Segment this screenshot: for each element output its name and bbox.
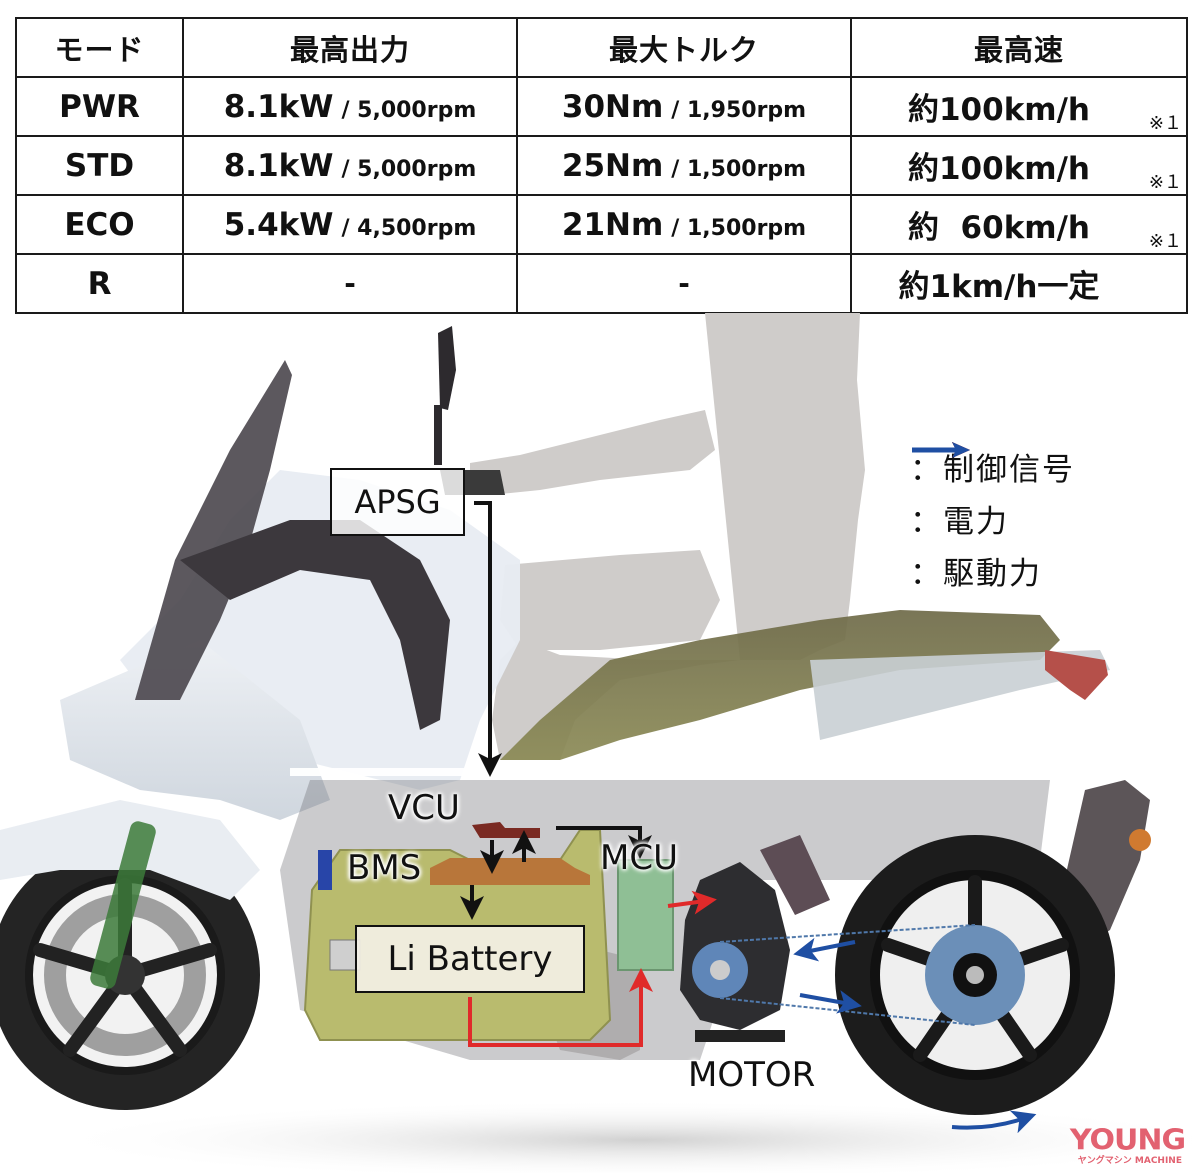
- torque-rpm: / 1,500rpm: [671, 215, 807, 241]
- mcu-to-motor-arrow: [667, 890, 717, 915]
- power-cell: -: [182, 253, 518, 314]
- front-apron: [60, 640, 330, 820]
- drive-belt-upper: [719, 924, 976, 943]
- front-wheel-icon: [0, 840, 260, 1110]
- speed-cell: 約100km/h ※１: [850, 135, 1188, 196]
- mode-cell: R: [15, 253, 184, 314]
- legend-item-drive-force: ：駆動力: [910, 442, 1190, 596]
- speed-cell: 約1km/h一定: [850, 253, 1188, 314]
- watermark-sub: ヤングマシン MACHINE: [1077, 1156, 1182, 1166]
- table-row-pwr: PWR 8.1kW / 5,000rpm 30Nm / 1,950rpm 約100k…: [15, 76, 1188, 137]
- speed-cell: 約 60km/h ※１: [850, 194, 1188, 255]
- torque-value: 30Nm: [561, 88, 664, 125]
- legend-item-power: ：電力: [910, 442, 1190, 544]
- speed-value: 約1km/h一定: [898, 269, 1100, 305]
- scooter-illustration: [0, 313, 1200, 1173]
- torque-cell: 21Nm / 1,500rpm: [516, 194, 852, 255]
- li-battery-label: Li Battery: [355, 925, 585, 993]
- rear-shock: [760, 835, 830, 915]
- bms-board: [430, 858, 590, 885]
- torque-cell: -: [516, 253, 852, 314]
- torque-cell: 25Nm / 1,500rpm: [516, 135, 852, 196]
- power-value: 8.1kW: [223, 147, 334, 184]
- motor-label: MOTOR: [688, 1055, 816, 1095]
- power-rpm: / 5,000rpm: [341, 97, 477, 123]
- header-mode: モード: [15, 17, 184, 78]
- power-rpm: / 4,500rpm: [341, 215, 477, 241]
- vcu-to-mcu-arrow: [556, 826, 652, 859]
- footnote-mark: ※１: [1148, 231, 1182, 252]
- power-cell: 8.1kW / 5,000rpm: [182, 76, 518, 137]
- speed-value: 約100km/h: [907, 151, 1091, 187]
- power-value: 8.1kW: [223, 88, 334, 125]
- drive-arrow-to-wheel: [799, 990, 862, 1014]
- wheel-rotation-arrow: [951, 1110, 1037, 1134]
- footnote-mark: ※１: [1148, 172, 1182, 193]
- power-rpm: / 5,000rpm: [341, 156, 477, 182]
- table-row-std: STD 8.1kW / 5,000rpm 25Nm / 1,500rpm 約100k…: [15, 135, 1188, 196]
- rear-body-panel: [810, 650, 1110, 740]
- seat: [500, 610, 1060, 760]
- torque-cell: 30Nm / 1,950rpm: [516, 76, 852, 137]
- header-top-speed: 最高速: [850, 17, 1188, 78]
- legend-label: ：駆動力: [910, 555, 1042, 592]
- watermark-main: YOUNG: [1069, 1123, 1186, 1158]
- young-machine-watermark: YOUNG ヤングマシン MACHINE: [1065, 1126, 1190, 1166]
- torque-rpm: / 1,950rpm: [671, 97, 807, 123]
- tail-light-icon: [1045, 650, 1108, 700]
- speed-cell: 約100km/h ※１: [850, 76, 1188, 137]
- power-value: 5.4kW: [223, 206, 334, 243]
- legend-label: ：電力: [910, 503, 1009, 540]
- windscreen: [135, 360, 292, 700]
- mirror-stalk: [434, 405, 442, 465]
- spec-table: モード 最高出力 最大トルク 最高速 PWR 8.1kW / 5,000rpm 3…: [15, 17, 1188, 314]
- power-cell: 5.4kW / 4,500rpm: [182, 194, 518, 255]
- mode-cell: ECO: [15, 194, 184, 255]
- speed-value: 約100km/h: [907, 92, 1091, 128]
- cowl: [180, 520, 450, 730]
- motor-mount: [695, 1030, 785, 1042]
- legend-label: ：制御信号: [910, 451, 1075, 488]
- powertrain-diagram: APSG VCU BMS MCU Li Battery MOTOR ：制御信号 …: [0, 313, 1200, 1173]
- vcu-label: VCU: [388, 788, 460, 828]
- torque-value: 25Nm: [561, 147, 664, 184]
- table-row-r: R - - 約1km/h一定: [15, 253, 1188, 314]
- mcu-label: MCU: [600, 838, 678, 878]
- torque-value: 21Nm: [561, 206, 664, 243]
- battery-to-mcu-arrow: [468, 968, 653, 1047]
- speed-value: 約 60km/h: [907, 210, 1091, 246]
- apsg-to-vcu-arrow: [474, 501, 502, 777]
- bms-label: BMS: [347, 848, 422, 888]
- footnote-mark: ※１: [1148, 113, 1182, 134]
- mirror-icon: [438, 326, 456, 410]
- legend: ：制御信号 ：電力 ：駆動力: [910, 440, 1190, 596]
- rear-reflector-icon: [1129, 829, 1151, 851]
- header-max-power: 最高出力: [182, 17, 518, 78]
- power-cell: 8.1kW / 5,000rpm: [182, 135, 518, 196]
- apsg-label: APSG: [330, 468, 465, 536]
- blue-connector-icon: [318, 850, 332, 890]
- blue-arrow-icon: [912, 442, 970, 458]
- mode-cell: PWR: [15, 76, 184, 137]
- mcu-unit: [617, 859, 674, 971]
- ground-shadow: [40, 1100, 1200, 1173]
- floor-divider: [290, 768, 1080, 776]
- table-row-eco: ECO 5.4kW / 4,500rpm 21Nm / 1,500rpm 約 60k…: [15, 194, 1188, 255]
- mode-cell: STD: [15, 135, 184, 196]
- front-fork: [90, 821, 156, 989]
- header-max-torque: 最大トルク: [516, 17, 852, 78]
- drive-arrow-to-motor: [793, 937, 856, 962]
- rear-wheel-icon: [835, 835, 1115, 1115]
- torque-rpm: / 1,500rpm: [671, 156, 807, 182]
- table-header-row: モード 最高出力 最大トルク 最高速: [15, 17, 1188, 78]
